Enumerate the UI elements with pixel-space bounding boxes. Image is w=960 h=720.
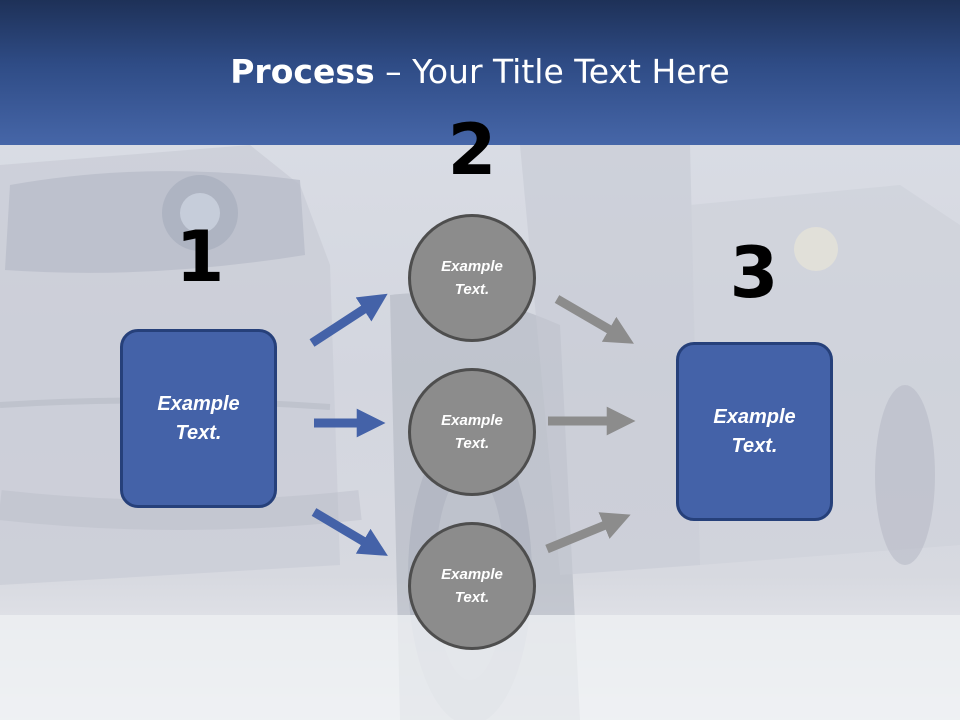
- circle-2-text: Example Text.: [417, 409, 527, 455]
- circle-1-text: Example Text.: [417, 255, 527, 301]
- end-box-line-1: Example: [713, 405, 796, 428]
- title-band: Process – Your Title Text Here: [0, 0, 960, 145]
- circle-2-line-1: Example: [441, 412, 503, 429]
- arrow-to-circle-3: [311, 508, 388, 556]
- arrow-from-circle-3: [545, 512, 631, 554]
- circle-3-text: Example Text.: [417, 563, 527, 609]
- middle-circle-3: Example Text.: [408, 522, 536, 650]
- arrow-from-circle-1: [554, 295, 634, 344]
- start-box-line-1: Example: [157, 392, 240, 415]
- end-box-line-2: Text.: [731, 434, 778, 457]
- title-rest: – Your Title Text Here: [374, 52, 730, 91]
- step-number-1: 1: [175, 216, 225, 298]
- step-number-2: 2: [447, 109, 497, 191]
- step-number-3: 3: [729, 232, 779, 314]
- circle-1-line-1: Example: [441, 258, 503, 275]
- circle-2-line-2: Text.: [454, 435, 490, 452]
- circle-1-line-2: Text.: [454, 281, 490, 298]
- end-box-text: Example Text.: [700, 403, 810, 461]
- end-box: Example Text.: [676, 342, 833, 521]
- start-box: Example Text.: [120, 329, 277, 508]
- middle-circle-2: Example Text.: [408, 368, 536, 496]
- start-box-text: Example Text.: [144, 390, 254, 448]
- circle-3-line-2: Text.: [454, 589, 490, 606]
- circle-3-line-1: Example: [441, 566, 503, 583]
- middle-circle-1: Example Text.: [408, 214, 536, 342]
- arrow-to-circle-1: [309, 293, 388, 347]
- title-bold: Process: [230, 52, 375, 91]
- start-box-line-2: Text.: [175, 421, 222, 444]
- slide-title: Process – Your Title Text Here: [0, 52, 960, 91]
